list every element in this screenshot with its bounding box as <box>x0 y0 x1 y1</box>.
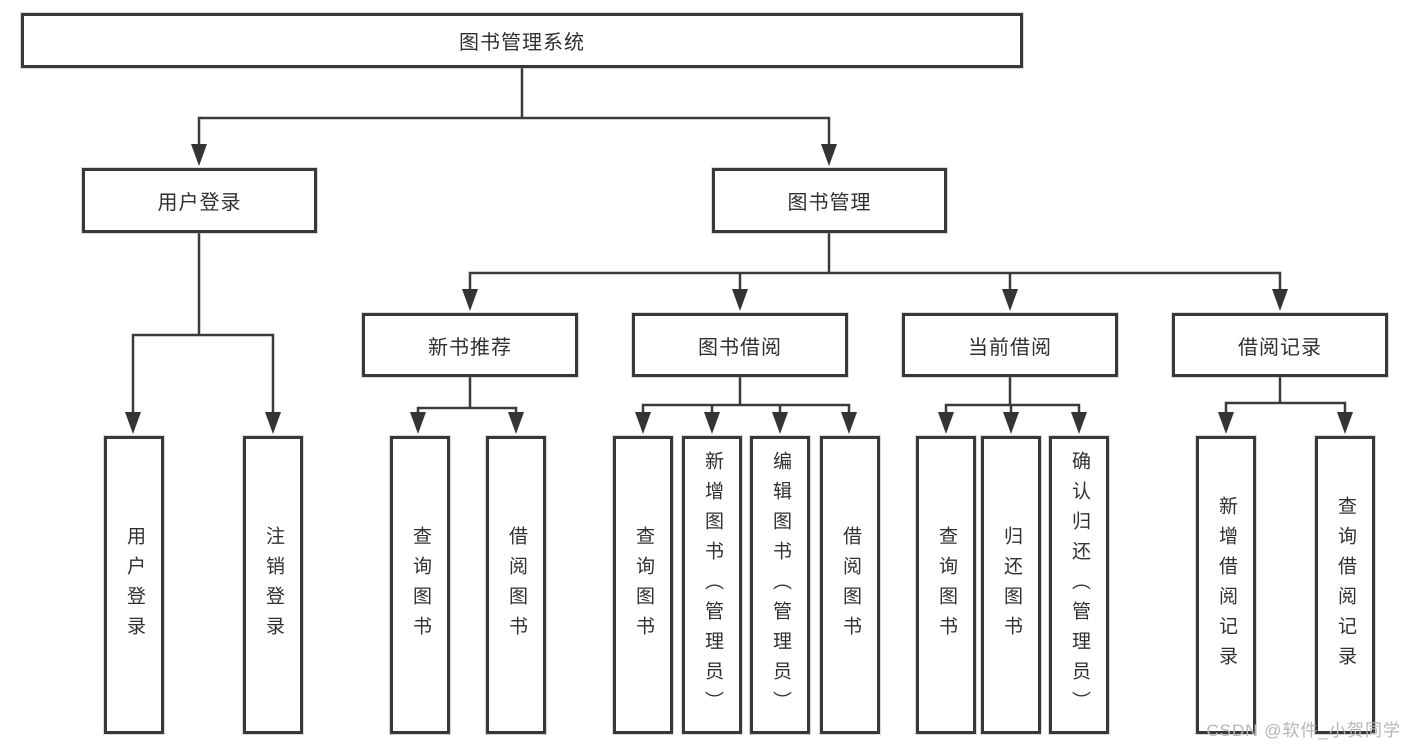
arrowhead-new-book-recommend <box>462 289 478 311</box>
connector-current-borrow-branch <box>944 375 1081 415</box>
leaf-user-login: 用户登录 <box>104 436 164 734</box>
node-user-login: 用户登录 <box>82 168 317 233</box>
arrowhead-cb-query <box>938 412 954 434</box>
node-borrow-records: 借阅记录 <box>1172 313 1388 377</box>
connector-user-login-branch <box>131 231 275 416</box>
connector-new-book-recommend-branch <box>416 375 518 415</box>
arrowhead-br-add <box>1218 412 1234 434</box>
arrowhead-leaf-user-login <box>125 412 141 434</box>
leaf-query-book-recommend: 查询图书 <box>390 436 450 734</box>
leaf-borrow-book: 借阅图书 <box>820 436 880 734</box>
connector-root-branch <box>197 66 831 149</box>
connector-book-management-branch <box>468 231 1282 293</box>
arrowhead-br-query <box>1337 412 1353 434</box>
leaf-add-borrow-record: 新增借阅记录 <box>1196 436 1256 734</box>
arrowhead-bb-edit <box>772 412 788 434</box>
leaf-logout-login: 注销登录 <box>243 436 303 734</box>
connector-borrow-records-branch <box>1224 375 1347 415</box>
arrowhead-bb-borrow <box>841 412 857 434</box>
leaf-return-book: 归还图书 <box>981 436 1041 734</box>
leaf-borrow-book-recommend: 借阅图书 <box>486 436 546 734</box>
arrowhead-borrow-records <box>1272 289 1288 311</box>
leaf-query-book-current: 查询图书 <box>916 436 976 734</box>
node-root: 图书管理系统 <box>21 13 1023 68</box>
arrowhead-bb-query <box>635 412 651 434</box>
arrowhead-nbr-borrow <box>508 412 524 434</box>
arrowhead-book-borrow <box>732 289 748 311</box>
arrowhead-current-borrow <box>1002 289 1018 311</box>
leaf-edit-book-admin: 编辑图书（管理员） <box>750 436 810 734</box>
watermark: CSDN @软件_小贺同学 <box>1206 721 1401 740</box>
leaf-confirm-return-admin: 确认归还（管理员） <box>1049 436 1109 734</box>
arrowhead-book-management <box>821 144 837 166</box>
node-book-management: 图书管理 <box>712 168 947 233</box>
leaf-query-borrow-record: 查询借阅记录 <box>1315 436 1375 734</box>
node-book-borrow: 图书借阅 <box>632 313 848 377</box>
arrowhead-cb-confirm <box>1071 412 1087 434</box>
arrowhead-nbr-query <box>410 412 426 434</box>
arrowhead-leaf-logout <box>265 412 281 434</box>
arrowhead-cb-return <box>1003 412 1019 434</box>
arrowhead-bb-add <box>704 412 720 434</box>
leaf-query-book-borrow: 查询图书 <box>613 436 673 734</box>
node-current-borrow: 当前借阅 <box>902 313 1118 377</box>
arrowhead-user-login <box>191 144 207 166</box>
node-new-book-recommend: 新书推荐 <box>362 313 578 377</box>
leaf-add-book-admin: 新增图书（管理员） <box>682 436 742 734</box>
connector-book-borrow-branch <box>641 375 851 415</box>
